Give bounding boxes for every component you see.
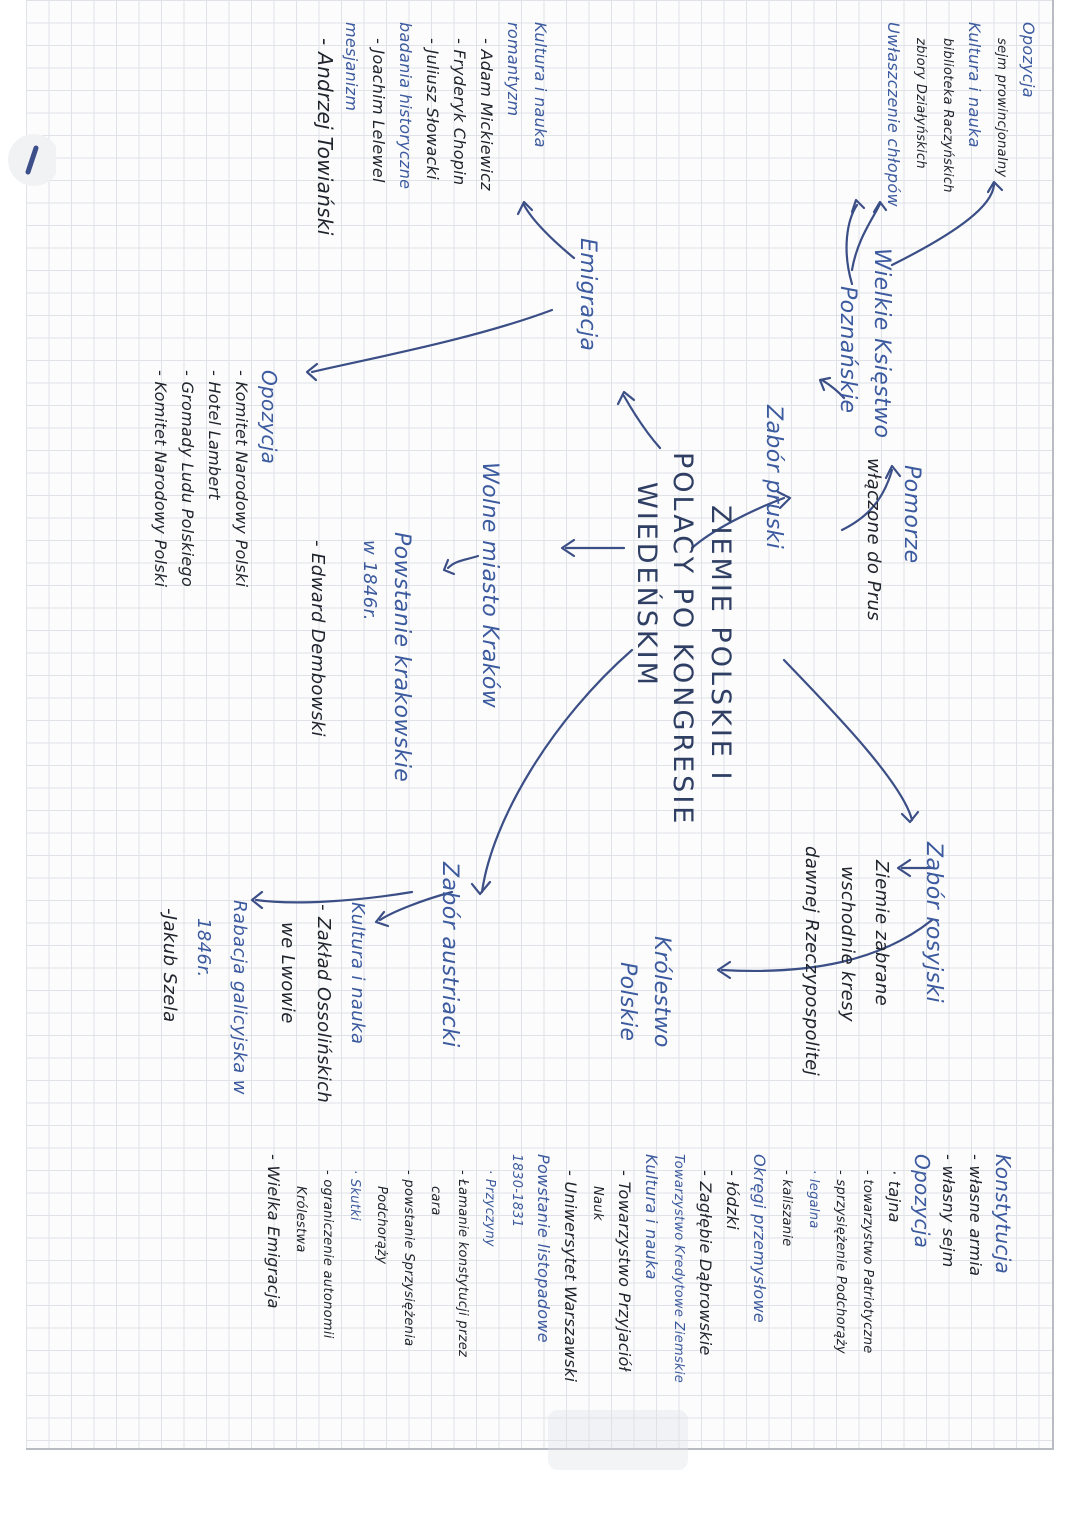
list-item: - Towarzystwo Przyjaciół: [615, 1170, 634, 1372]
list-item: · legalna: [806, 1170, 821, 1229]
list-item: cara: [428, 1186, 443, 1216]
list-item: - Juliusz Słowacki: [423, 38, 442, 180]
list-item: Kultura i nauka: [965, 22, 984, 148]
link-pruski-poznan: [820, 378, 846, 400]
list-item: Opozycja: [910, 1154, 934, 1249]
austrian-rabacja-b: 1846r.: [193, 918, 214, 978]
list-item: - Komitet Narodowy Polski: [232, 370, 251, 588]
list-item: - Wielka Emigracja: [264, 1154, 283, 1309]
title-line-1: ZIEMIE POLSKIE I: [705, 505, 736, 783]
list-item: Okręgi przemysłowe: [750, 1154, 769, 1324]
russian-details-list: Konstytucja - własne armia - własny sejm…: [260, 1154, 1016, 1383]
connector-lines: [250, 180, 1004, 980]
list-item: Nauk: [590, 1186, 605, 1221]
list-item: Powstanie listopadowe: [534, 1154, 553, 1343]
link-rosyjski-krolestwo: [720, 918, 934, 973]
list-item: mesjanizm: [342, 22, 361, 112]
krakow-uprising-a: Powstanie krakowskie: [389, 532, 414, 783]
austrian-culture: Kultura i nauka: [347, 902, 368, 1045]
list-item: · tajna: [885, 1170, 904, 1223]
list-item: romantyzm: [504, 22, 523, 117]
list-item: sejm prowincjonalny: [994, 38, 1009, 178]
list-item: Kultura i nauka: [531, 22, 550, 148]
austrian-ossolineum-b: we Lwowie: [277, 922, 298, 1024]
mind-map: ZIEMIE POLSKIE I POLACY PO KONGRESIE WIE…: [26, 0, 1052, 1448]
heading-pomorze: Pomorze: [899, 465, 924, 564]
link-pruski-pomorze: [840, 468, 894, 532]
link-poznan-opozycja: [890, 183, 996, 267]
list-item: - Komitet Narodowy Polski: [151, 370, 170, 588]
list-item: - Hotel Lambert: [205, 370, 224, 500]
link-krakow-powstanie: [446, 554, 480, 570]
list-item: Kultura i nauka: [642, 1154, 661, 1280]
austrian-ossolineum-a: - Zakład Ossolińskich: [313, 904, 334, 1104]
austrian-rabacja-a: Rabacja galicyjska w: [229, 900, 250, 1095]
list-item: - ograniczenie autonomii: [320, 1170, 335, 1339]
heading-krolestwo-b: Polskie: [615, 962, 640, 1042]
poznan-items: Opozycja sejm prowincjonalny Kultura i n…: [880, 22, 1042, 207]
heading-krolestwo-a: Królestwo: [649, 936, 674, 1048]
list-item: - Andrzej Towiański: [313, 38, 337, 236]
russian-taken-1: Ziemie zabrane: [871, 860, 892, 1007]
link-center-austriacki: [480, 648, 634, 894]
link-emigracja-kultura: [522, 203, 576, 260]
austrian-szela: -Jakub Szela: [159, 908, 180, 1023]
list-item: Uwłaszczenie chłopów: [884, 22, 903, 207]
notebook-page: ZIEMIE POLSKIE I POLACY PO KONGRESIE WIE…: [26, 0, 1054, 1450]
title-line-2: POLACY PO KONGRESIE: [667, 452, 698, 827]
list-item: - Joachim Lelewel: [369, 38, 388, 183]
list-item: 1830-1831: [509, 1154, 524, 1228]
link-center-pruski: [690, 496, 786, 550]
link-center-emigracja: [622, 394, 662, 450]
link-center-rosyjski: [782, 658, 914, 822]
heading-krakow: Wolne miasto Kraków: [477, 462, 502, 709]
russian-taken-2: wschodnie kresy: [837, 866, 858, 1022]
list-item: - własny sejm: [939, 1154, 958, 1268]
list-item: - Fryderyk Chopin: [450, 38, 469, 186]
russian-taken-3: dawnej Rzeczypospolitej: [801, 846, 822, 1076]
list-item: - własne armia: [966, 1154, 985, 1277]
list-item: Opozycja: [1019, 22, 1038, 98]
heading-zabor-rosyjski: Zabór rosyjski: [921, 842, 946, 1004]
list-item: badania historyczne: [396, 22, 415, 190]
title-line-3: WIEDEŃSKIM: [631, 482, 662, 688]
krakow-leader: - Edward Dembowski: [307, 540, 328, 737]
list-item: - Uniwersytet Warszawski: [561, 1170, 580, 1383]
list-item: - powstanie Sprzysiężenia: [401, 1170, 416, 1347]
list-item: - kaliszanie: [779, 1170, 794, 1247]
list-item: - sprzysiężenie Podchorąży: [833, 1170, 848, 1354]
list-item: - Adam Mickiewicz: [477, 38, 496, 191]
list-item: · Skutki: [347, 1170, 362, 1221]
heading-zabor-austriacki: Zabór austriacki: [437, 862, 462, 1048]
list-item: Towarzystwo Kredytowe Ziemskie: [671, 1154, 686, 1384]
emigration-opposition-list: Opozycja - Komitet Narodowy Polski - Hot…: [147, 370, 282, 587]
list-item: - Gromady Ludu Polskiego: [178, 370, 197, 588]
heading-emigracja: Emigracja: [575, 238, 600, 352]
pomorze-note: włączone do Prus: [863, 458, 884, 622]
list-item: - Łamanie konstytucji przez: [455, 1170, 470, 1358]
heading-zabor-pruski: Zabór pruski: [761, 405, 786, 550]
emigration-culture-list: Kultura i nauka romantyzm - Adam Mickiew…: [311, 22, 554, 236]
list-item: Konstytucja: [991, 1154, 1015, 1275]
krakow-uprising-b: w 1846r.: [359, 540, 380, 621]
list-item: Królestwa: [293, 1186, 308, 1253]
list-item: · Przyczyny: [482, 1170, 497, 1247]
scroll-indicator: [548, 1410, 688, 1470]
link-emigracja-opozycja: [310, 308, 554, 374]
list-item: zbiory Działyńskich: [913, 38, 928, 169]
list-item: - łódzki: [723, 1170, 742, 1230]
link-poznan-kultura: [850, 202, 882, 272]
list-item: Podchorąży: [374, 1186, 389, 1265]
heading-poznan-a: Wielkie Księstwo: [869, 248, 894, 439]
list-item: - towarzystwo Patriotyczne: [860, 1170, 875, 1354]
heading-poznan-b: Poznańskie: [835, 286, 860, 414]
list-item: biblioteka Raczyńskich: [940, 38, 955, 193]
list-item: Opozycja: [257, 370, 281, 465]
list-item: - Zagłębie Dąbrowskie: [696, 1170, 715, 1356]
pencil-tool-icon[interactable]: [6, 128, 56, 192]
link-austriacki-kultura: [378, 890, 454, 922]
